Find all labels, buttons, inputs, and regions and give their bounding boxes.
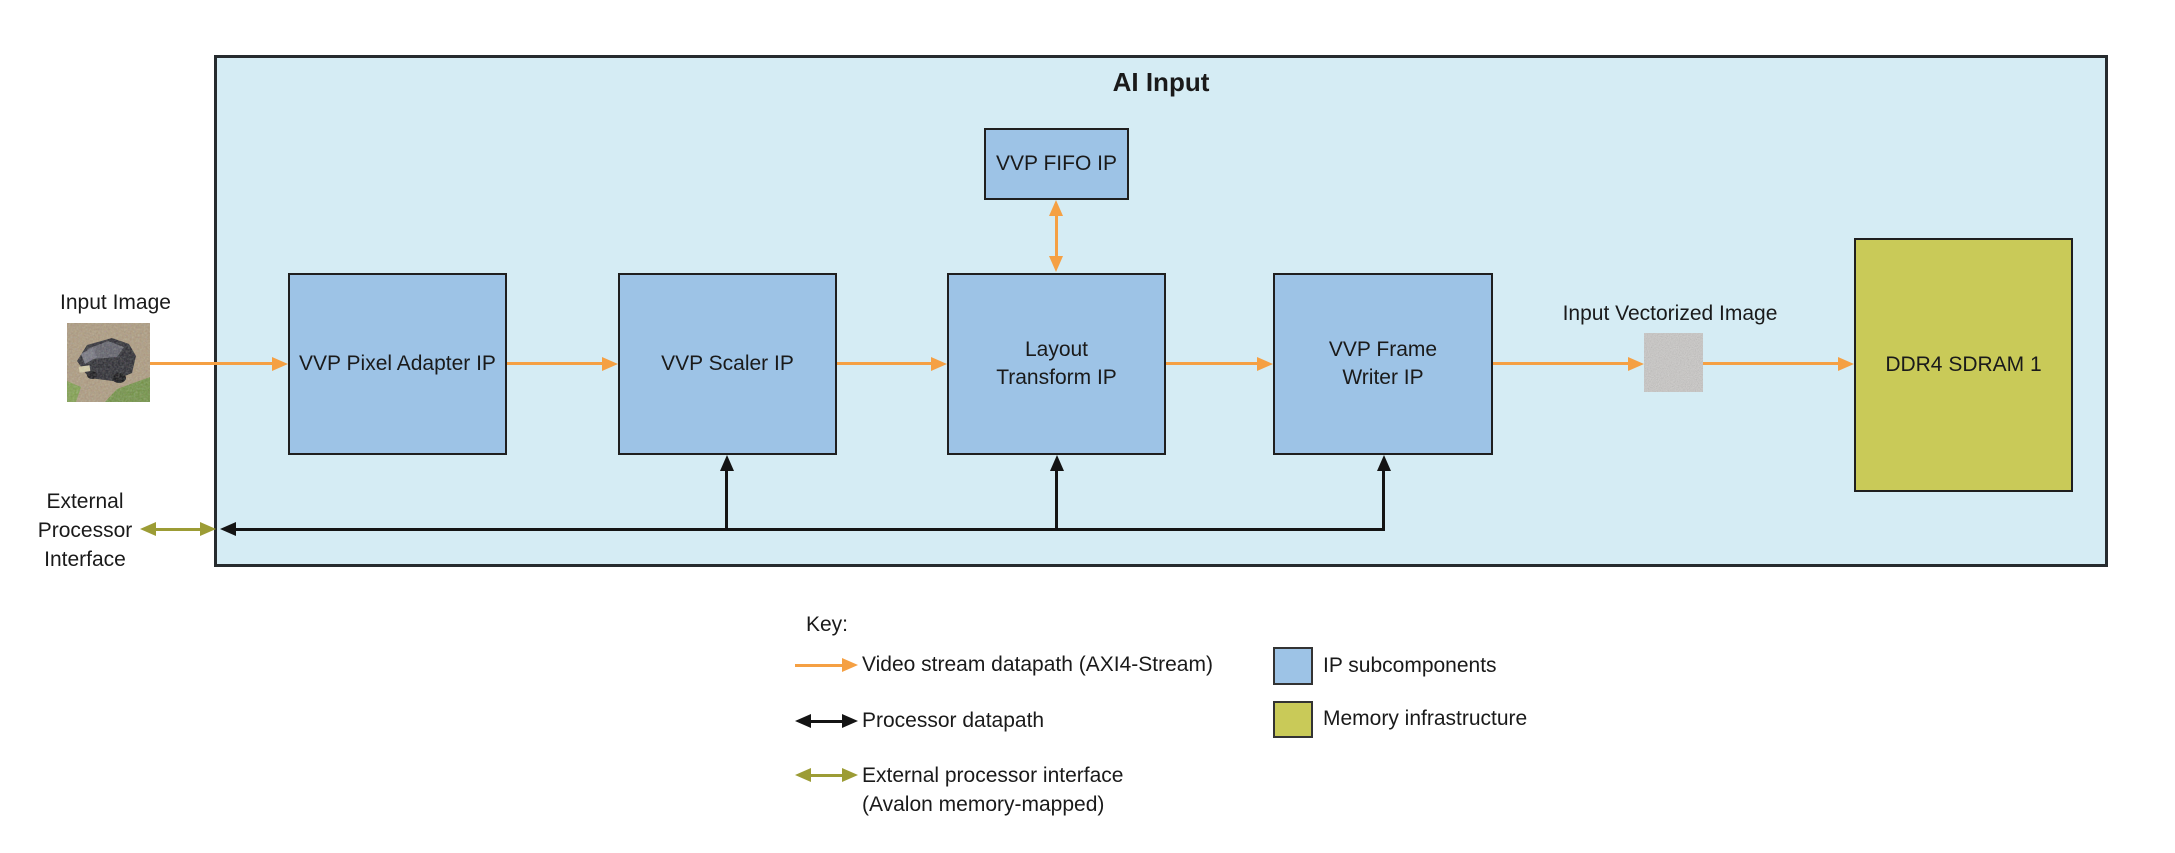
- legend-label-processor-datapath: Processor datapath: [862, 709, 1045, 732]
- block-label: VVP Frame Writer IP: [1328, 338, 1438, 389]
- external-processor-interface-label: External Processor Interface: [15, 487, 155, 574]
- ext-label-line3: Interface: [44, 548, 126, 571]
- input-image-thumbnail: [67, 323, 150, 402]
- legend-swatch-memory: [1273, 701, 1313, 738]
- legend-label-ip-subcomponents: IP subcomponents: [1323, 654, 1497, 677]
- block-vvp-scaler-ip: VVP Scaler IP: [618, 273, 837, 455]
- legend-swatch-ip-subcomponents: [1273, 647, 1313, 685]
- block-label: VVP FIFO IP: [996, 152, 1117, 175]
- block-label: DDR4 SDRAM 1: [1885, 353, 2042, 376]
- ai-input-title: AI Input: [1112, 67, 1210, 97]
- legend-title: Key:: [806, 613, 849, 636]
- vectorized-image-thumbnail: [1644, 333, 1703, 392]
- block-ddr4-sdram-1: DDR4 SDRAM 1: [1854, 238, 2073, 492]
- block-label: VVP Scaler IP: [661, 352, 794, 375]
- ext-label-line1: External: [46, 490, 124, 513]
- legend-label-memory: Memory infrastructure: [1323, 707, 1528, 730]
- legend-label-external-line2: (Avalon memory-mapped): [862, 793, 1105, 816]
- block-layout-transform-ip: Layout Transform IP: [947, 273, 1166, 455]
- legend-label-external-line1: External processor interface: [862, 764, 1124, 787]
- ext-label-line2: Processor: [37, 519, 133, 542]
- input-image-label: Input Image: [60, 291, 171, 314]
- block-vvp-pixel-adapter-ip: VVP Pixel Adapter IP: [288, 273, 507, 455]
- block-vvp-frame-writer-ip: VVP Frame Writer IP: [1273, 273, 1493, 455]
- block-vvp-fifo-ip: VVP FIFO IP: [984, 128, 1129, 200]
- block-label: VVP Pixel Adapter IP: [299, 352, 496, 375]
- block-label: Layout Transform IP: [996, 338, 1117, 389]
- legend-label-video-stream: Video stream datapath (AXI4-Stream): [862, 653, 1213, 676]
- input-vectorized-image-label: Input Vectorized Image: [1562, 302, 1778, 325]
- legend-label-external-interface: External processor interface (Avalon mem…: [862, 761, 1123, 819]
